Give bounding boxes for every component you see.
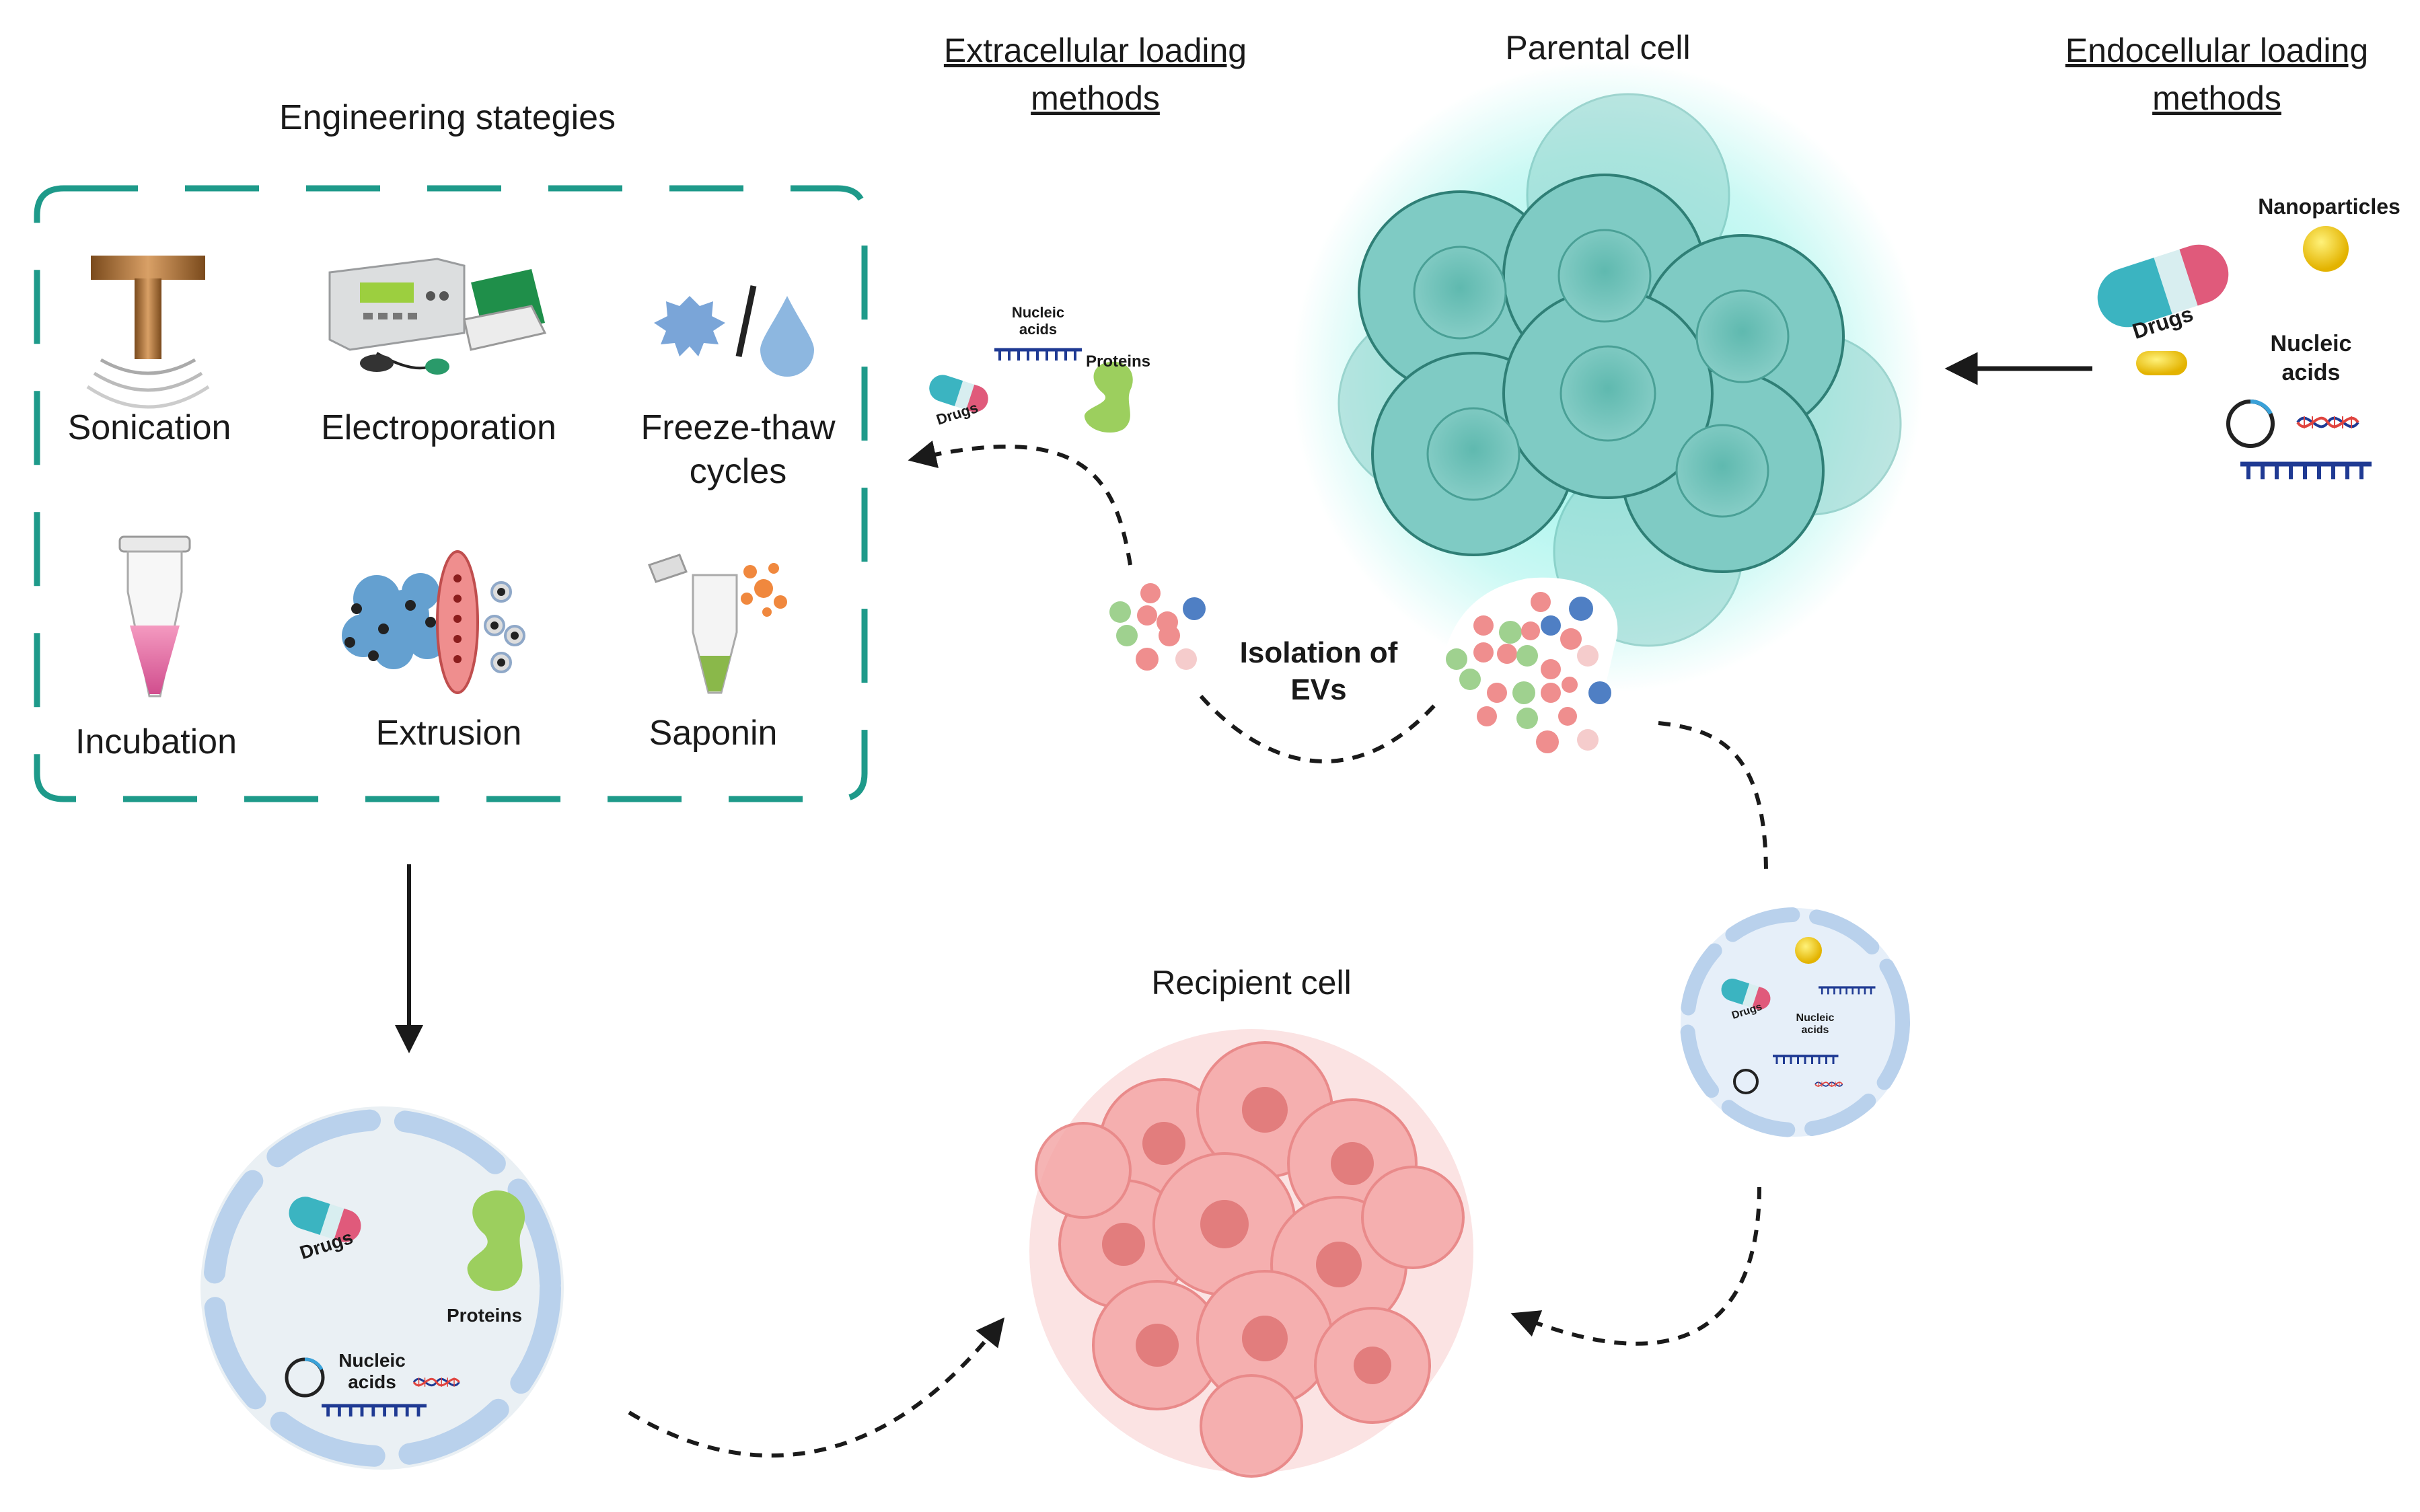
endocellular-title-2: methods [2152, 79, 2281, 117]
endocellular-vesicle: Drugs Nucleic acids [1680, 907, 1910, 1137]
strategy-label-saponin: Saponin [649, 714, 778, 753]
extracellular-cargo: Nucleic acids Drugs Proteins [926, 304, 1150, 433]
recipient-title: Recipient cell [1151, 964, 1351, 1001]
gold-nanoparticle-icon [2303, 226, 2349, 272]
arrow-endo-ev-to-recipient [1510, 1186, 1761, 1346]
gold-nanorod-icon [2136, 351, 2187, 375]
ultrasound-probe-icon [86, 256, 210, 409]
arrow-to-extracellular [908, 440, 1132, 566]
isolation-label-1: Isolation of [1240, 636, 1398, 669]
strategy-label-freeze-thaw-1: Freeze-thaw [641, 408, 836, 447]
membrane-filter-icon [342, 550, 525, 694]
strategy-label-electroporation: Electroporation [321, 408, 556, 447]
ev2-plasmid-icon [1733, 1069, 1759, 1094]
recipient-cell-cluster [1029, 1029, 1473, 1478]
isolation-label-2: EVs [1290, 673, 1346, 706]
ev2-nucleic-label-1: Nucleic [1796, 1012, 1835, 1024]
extracellular-title-1: Extracellular loading [944, 32, 1247, 69]
arrow-to-endocellular-ev [1658, 721, 1768, 875]
ext-rna-ladder-icon [994, 350, 1082, 361]
strategies-dashed-frame [34, 185, 868, 802]
protein-blob-icon [467, 1190, 525, 1291]
endo-rna-ladder-icon [2240, 464, 2372, 479]
ev-cluster-small [1109, 583, 1206, 671]
ext-nucleic-label-1: Nucleic [1012, 304, 1064, 321]
ice-drop-icon [654, 285, 814, 377]
electroporator-device-icon [328, 258, 547, 375]
strategy-label-incubation: Incubation [75, 722, 237, 761]
ext-nucleic-label-2: acids [1019, 321, 1057, 338]
endocellular-title-1: Endocellular loading [2065, 32, 2368, 69]
saponin-tube-icon [648, 554, 787, 694]
ext-proteins-label: Proteins [1086, 352, 1150, 371]
tube-icon [118, 535, 191, 697]
ev-nucleic-label-1: Nucleic [338, 1350, 406, 1371]
parental-cell-cluster [1292, 61, 1924, 693]
parental-title: Parental cell [1505, 29, 1690, 67]
extracellular-title-2: methods [1031, 79, 1160, 117]
budding-ev-cluster [1436, 577, 1618, 771]
strategy-label-freeze-thaw-2: cycles [690, 452, 786, 491]
engineering-title: Engineering stategies [279, 98, 616, 137]
strategy-label-extrusion: Extrusion [376, 714, 522, 753]
arrow-isolation-curve [1199, 695, 1442, 763]
endo-nucleic-label-2: acids [2282, 360, 2341, 385]
ev2-nucleic-label-2: acids [1802, 1024, 1829, 1036]
ev-nucleic-label-2: acids [348, 1371, 396, 1392]
endo-nucleic-label-1: Nucleic [2271, 331, 2352, 356]
ev-proteins-label: Proteins [447, 1305, 522, 1326]
nanoparticles-label: Nanoparticles [2258, 194, 2400, 219]
endo-dna-helix-icon [2296, 415, 2359, 430]
strategy-label-sonication: Sonication [68, 408, 231, 447]
arrow-ev-to-recipient [628, 1317, 1005, 1458]
ext-protein-blob-icon [1084, 361, 1133, 433]
engineered-vesicle: Drugs Proteins Nucleic acids [200, 1106, 564, 1470]
